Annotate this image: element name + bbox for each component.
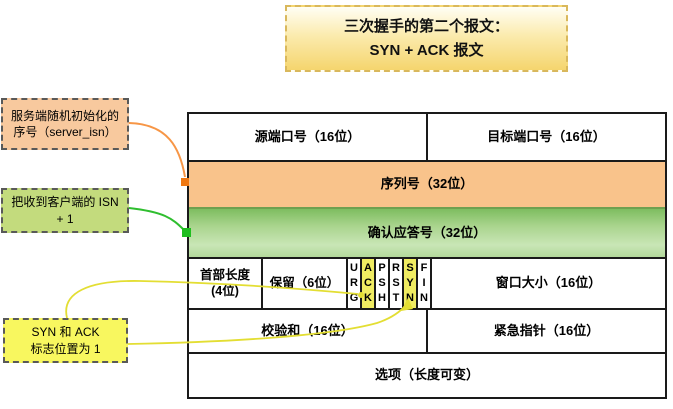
callout-client-isn-plus-1: 把收到客户端的 ISN + 1 [1,188,129,233]
header-length-line-2: (4位) [211,283,239,298]
flag-syn-letter: S [406,262,414,274]
flag-fin-letter: F [420,262,428,274]
flag-ack: A C K [362,259,376,308]
flag-fin-letter: N [420,292,428,304]
cell-source-port: 源端口号（16位） [189,114,428,160]
cell-ack-number: 确认应答号（32位） [367,224,487,240]
connector-server-isn-line [128,122,186,178]
cell-header-length: 首部长度 (4位) [189,259,263,308]
title-line-1: 三次握手的第二个报文： [343,18,509,36]
flag-ack-letter: A [364,262,372,274]
row-checksum: 校验和（16位） 紧急指针（16位） [189,308,665,352]
callout-syn-ack-flags: SYN 和 ACK 标志位置为 1 [3,318,128,363]
flag-syn: S Y N [404,259,418,308]
cell-dest-port: 目标端口号（16位） [487,128,606,144]
row-options: 选项（长度可变） [189,352,665,397]
cell-checksum: 校验和（16位） [189,310,428,352]
callout-client-isn-line-1: 把收到客户端的 ISN [11,195,119,210]
callout-syn-ack-line-2: 标志位置为 1 [30,341,101,356]
flag-urg-letter: U [350,262,358,274]
flag-psh-letter: H [378,292,386,304]
row-ack-number: 确认应答号（32位） [189,207,665,257]
title-box: 三次握手的第二个报文： SYN + ACK 报文 [285,5,568,72]
row-sequence-number: 序列号（32位） [189,160,665,207]
callout-server-isn: 服务端随机初始化的 序号（server_isn） [1,98,129,150]
flag-rst-letter: R [392,262,400,274]
flag-rst: R S T [390,259,404,308]
cell-options: 选项（长度可变） [374,367,479,383]
header-length-line-1: 首部长度 [199,267,250,282]
flag-ack-letter: C [364,277,372,289]
flag-psh: P S H [376,259,390,308]
flag-psh-letter: P [378,262,386,274]
cell-reserved: 保留（6位） [263,259,348,308]
tcp-header-table: 源端口号（16位） 目标端口号（16位） 序列号（32位） 确认应答号（32位）… [187,112,667,399]
flag-urg-letter: R [350,277,358,289]
title-line-2: SYN + ACK 报文 [369,41,484,59]
cell-sequence-number: 序列号（32位） [380,176,474,192]
flag-syn-letter: Y [406,277,414,289]
flag-urg-letter: G [349,292,359,304]
callout-server-isn-line-1: 服务端随机初始化的 [10,108,119,123]
flag-syn-letter: N [406,292,414,304]
row-flags: 首部长度 (4位) 保留（6位） U R G A C K P S H R S [189,257,665,308]
callout-syn-ack-line-1: SYN 和 ACK [31,325,100,340]
flag-psh-letter: S [378,277,386,289]
flag-urg: U R G [348,259,362,308]
flag-ack-letter: K [364,292,372,304]
callout-server-isn-line-2: 序号（server_isn） [13,125,117,139]
callout-client-isn-line-2: + 1 [56,211,74,226]
connector-client-isn-line [128,207,185,231]
flag-rst-letter: T [392,292,400,304]
row-ports: 源端口号（16位） 目标端口号（16位） [189,114,665,160]
flag-fin: F I N [418,259,432,308]
cell-window-size: 窗口大小（16位） [495,275,602,291]
flag-rst-letter: S [392,277,400,289]
flag-fin-letter: I [422,277,426,289]
cell-urgent-pointer: 紧急指针（16位） [493,322,600,338]
